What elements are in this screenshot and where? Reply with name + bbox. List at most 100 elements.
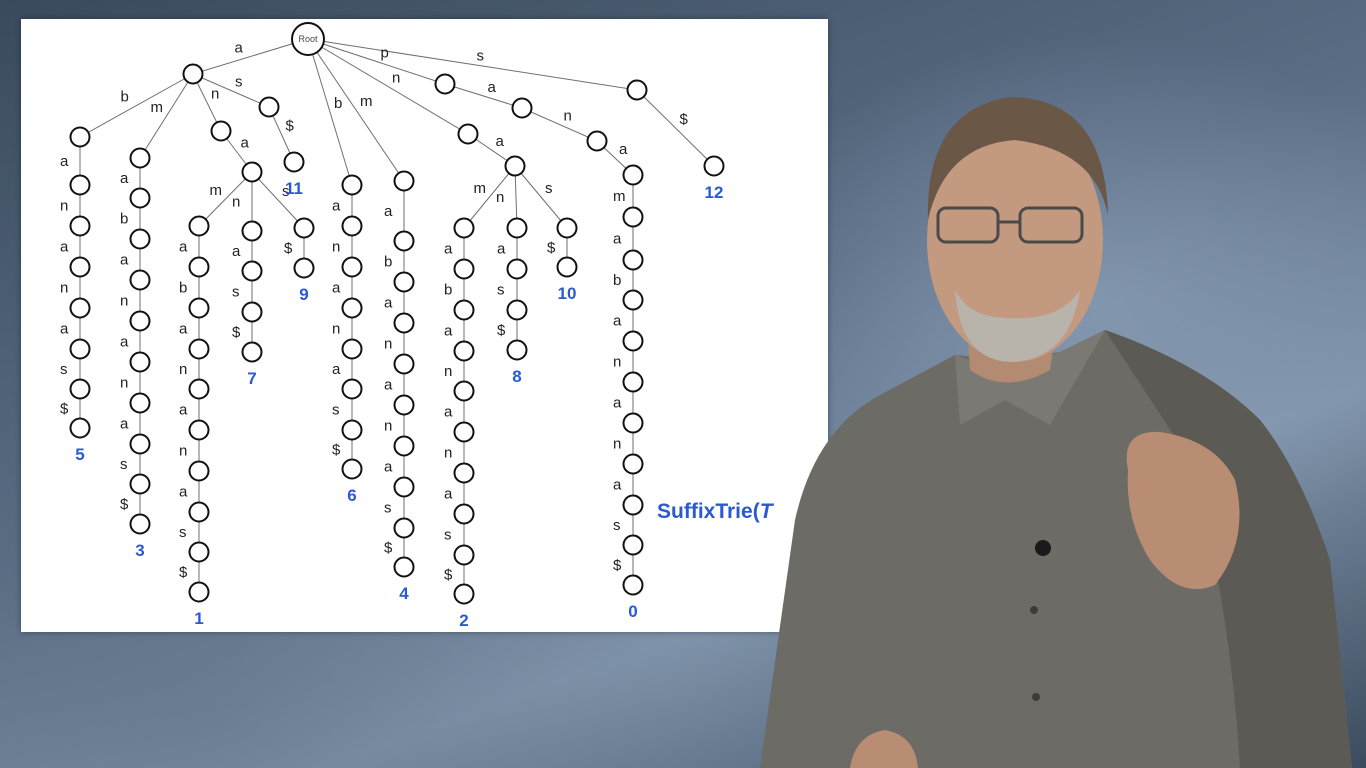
edge-label: s [235, 74, 243, 91]
edge-label: a [384, 295, 393, 312]
edge-label: n [444, 445, 452, 462]
trie-node [453, 299, 475, 321]
edge-label: n [564, 108, 572, 125]
edge-label: b [334, 95, 342, 112]
trie-node [241, 341, 263, 363]
trie-node [453, 380, 475, 402]
trie-node [341, 297, 363, 319]
edge-label: s [444, 527, 452, 544]
edge-label: n [120, 375, 128, 392]
leaf-index-label: 7 [247, 369, 256, 388]
trie-node [241, 260, 263, 282]
trie-node [69, 256, 91, 278]
trie-node [129, 147, 151, 169]
trie-edge [192, 73, 222, 132]
edge-label: a [384, 459, 393, 476]
trie-edge [521, 107, 598, 142]
edge-label: n [60, 198, 68, 215]
leaf-index-label: 5 [75, 445, 84, 464]
slide-title: SuffixTrie(T [657, 500, 773, 524]
edge-label: a [179, 321, 188, 338]
trie-edge [636, 89, 715, 167]
leaf-index-label: 10 [558, 284, 577, 303]
presenter-collar [955, 330, 1105, 425]
trie-node [241, 220, 263, 242]
edge-label: a [384, 377, 393, 394]
edge-label: a [179, 402, 188, 419]
trie-node [622, 164, 644, 186]
edge-label: a [241, 135, 250, 152]
edge-label: a [444, 486, 453, 503]
edge-label: s [545, 180, 553, 197]
trie-node [283, 151, 305, 173]
edge-label: a [120, 170, 129, 187]
edge-label: $ [613, 557, 622, 574]
edge-label: n [60, 280, 68, 297]
edge-label: s [60, 361, 68, 378]
trie-node [188, 338, 210, 360]
trie-node [622, 206, 644, 228]
trie-node [188, 581, 210, 603]
trie-root-node [291, 22, 325, 56]
trie-node [622, 453, 644, 475]
trie-node [622, 289, 644, 311]
trie-node [556, 217, 578, 239]
trie-node [69, 126, 91, 148]
edge-label: a [120, 416, 129, 433]
edge-label: $ [284, 240, 293, 257]
trie-node [622, 412, 644, 434]
edge-label: a [613, 231, 622, 248]
trie-node [622, 574, 644, 596]
edge-label: a [235, 40, 244, 57]
edge-label: $ [60, 401, 69, 418]
edge-label: n [179, 443, 187, 460]
trie-node [69, 215, 91, 237]
edge-label: b [179, 280, 187, 297]
slide-title-prefix: SuffixTrie( [657, 500, 760, 523]
edge-label: $ [286, 118, 295, 135]
edge-label: $ [179, 564, 188, 581]
presenter-beard [955, 290, 1080, 362]
trie-node [129, 187, 151, 209]
trie-node [182, 63, 204, 85]
trie-node [453, 258, 475, 280]
trie-node [393, 394, 415, 416]
trie-node [129, 433, 151, 455]
trie-edge [463, 165, 516, 229]
suffix-trie-diagram: abananas$mabananas$namabananas$nas$s$s$b… [60, 22, 725, 630]
trie-node [341, 256, 363, 278]
trie-node [511, 97, 533, 119]
edge-label: m [151, 99, 164, 116]
presenter-shirt-shadow [1105, 330, 1352, 768]
trie-node [622, 534, 644, 556]
trie-edge [307, 38, 446, 85]
edge-label: a [332, 361, 341, 378]
edge-label: $ [232, 324, 241, 341]
microphone-icon [1035, 540, 1051, 556]
trie-node [258, 96, 280, 118]
edge-label: a [613, 313, 622, 330]
trie-node [393, 312, 415, 334]
edge-label: s [384, 500, 392, 517]
edge-label: $ [332, 442, 341, 459]
edge-label: n [179, 361, 187, 378]
edge-label: n [120, 293, 128, 310]
trie-node [241, 161, 263, 183]
trie-edge [307, 38, 405, 182]
edge-label: a [60, 153, 69, 170]
trie-node [506, 299, 528, 321]
edge-label: n [211, 86, 219, 103]
edge-label: a [488, 79, 497, 96]
edge-label: b [121, 89, 129, 106]
presenter-shirt [760, 330, 1352, 768]
trie-edge [192, 38, 309, 75]
edge-label: a [613, 395, 622, 412]
trie-edge [307, 38, 638, 91]
trie-node [586, 130, 608, 152]
trie-node [703, 155, 725, 177]
edge-label: n [332, 321, 340, 338]
edge-label: n [444, 363, 452, 380]
edge-label: s [613, 517, 621, 534]
trie-node [506, 339, 528, 361]
edge-label: n [332, 239, 340, 256]
